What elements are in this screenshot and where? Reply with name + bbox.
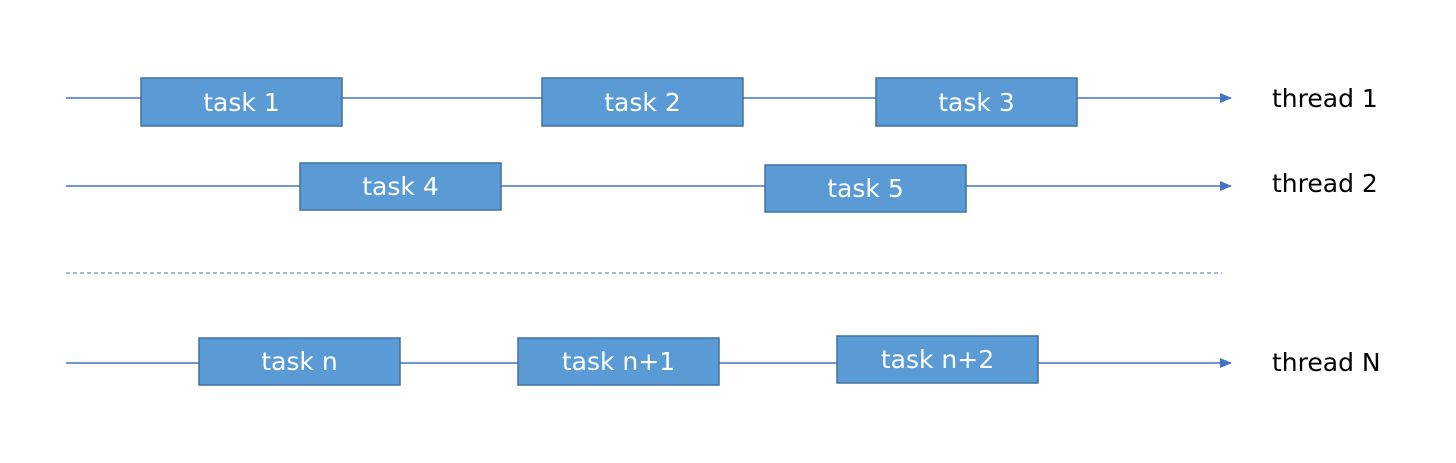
- task-label: task n: [261, 347, 337, 376]
- task-label: task n+1: [562, 347, 675, 376]
- thread-1-row: task 1 task 2 task 3 thread 1: [66, 77, 1378, 127]
- task-box: task n: [198, 337, 401, 386]
- task-box: task 1: [140, 77, 343, 127]
- task-label: task 3: [938, 88, 1014, 117]
- thread-2-row: task 4 task 5 thread 2: [66, 162, 1378, 213]
- task-box: task 2: [541, 77, 744, 127]
- thread-label: thread N: [1272, 348, 1381, 377]
- task-label: task 1: [203, 88, 279, 117]
- task-box: task n+1: [517, 337, 720, 386]
- task-box: task 5: [764, 164, 967, 213]
- thread-label: thread 1: [1272, 84, 1378, 113]
- task-box: task n+2: [836, 335, 1039, 384]
- task-box: task 3: [875, 77, 1078, 127]
- task-label: task 4: [362, 172, 438, 201]
- task-label: task 2: [604, 88, 680, 117]
- thread-n-row: task n task n+1 task n+2 thread N: [66, 335, 1381, 386]
- thread-label: thread 2: [1272, 169, 1378, 198]
- task-box: task 4: [299, 162, 502, 211]
- task-label: task 5: [827, 174, 903, 203]
- task-label: task n+2: [881, 345, 994, 374]
